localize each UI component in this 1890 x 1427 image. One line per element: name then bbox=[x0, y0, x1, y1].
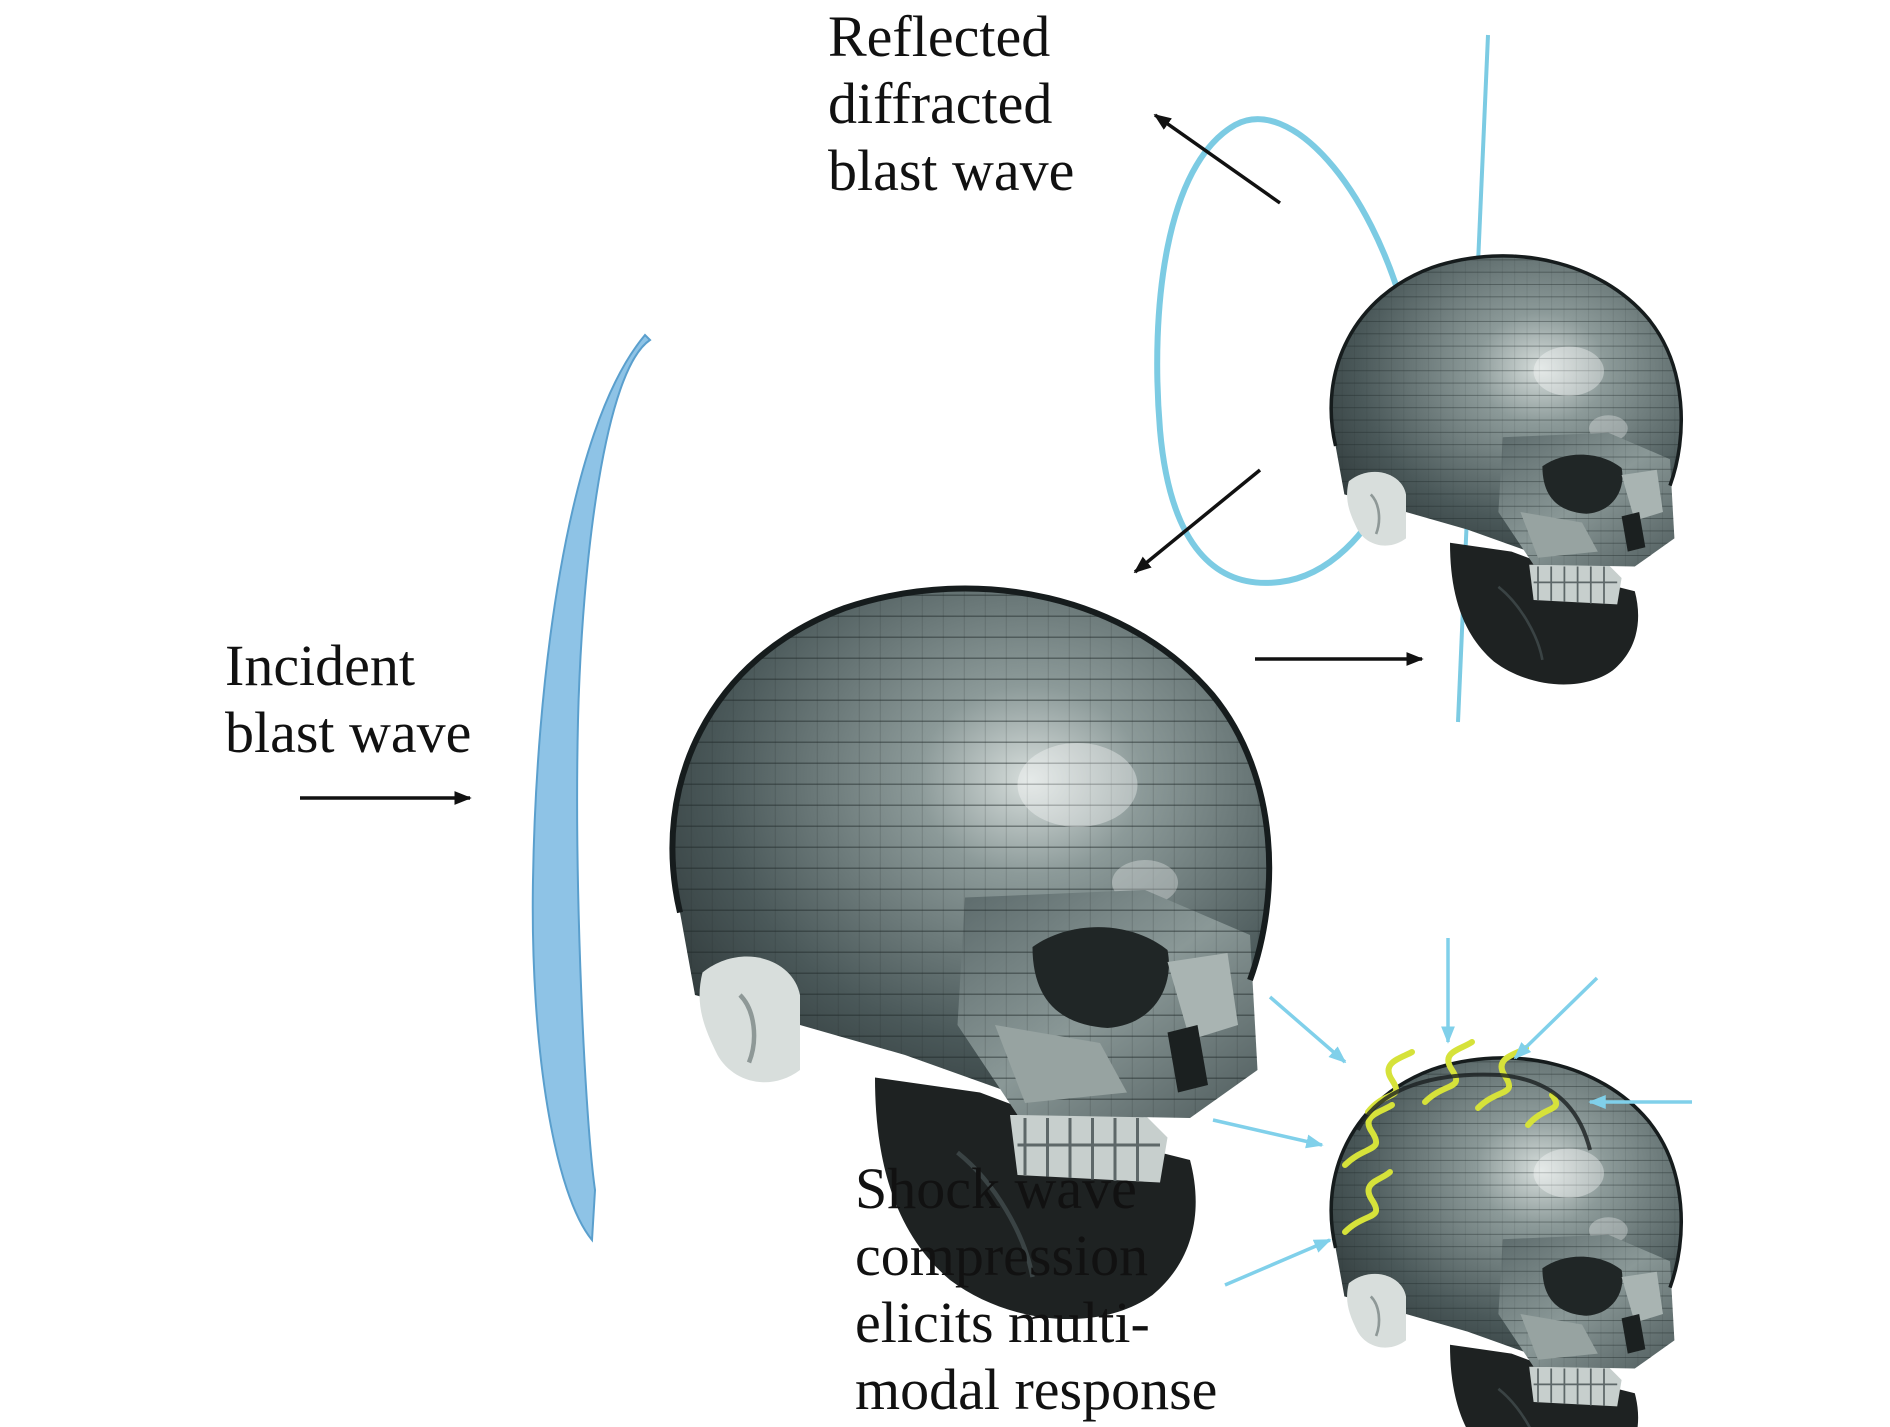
shock-label-line-1: Shock wave bbox=[855, 1156, 1137, 1221]
reflected-skull-icon bbox=[1329, 254, 1684, 687]
shock-wave-label: Shock wave compression elicits multi- mo… bbox=[855, 1155, 1217, 1423]
incident-wave-front bbox=[531, 333, 652, 1243]
incident-label-line-1: Incident bbox=[225, 633, 416, 698]
shock-label-line-3: elicits multi- bbox=[855, 1290, 1150, 1355]
inner-cranium-arc bbox=[1356, 1072, 1592, 1151]
compressed-skull-icon bbox=[1329, 1056, 1684, 1427]
shock-label-line-2: compression bbox=[855, 1223, 1149, 1288]
compression-arrows bbox=[1212, 938, 1692, 1287]
reflected-label-line-3: blast wave bbox=[828, 138, 1075, 203]
shock-label-line-4: modal response bbox=[855, 1357, 1218, 1422]
reflected-arrow-down-icon bbox=[1133, 468, 1262, 574]
incident-label-line-2: blast wave bbox=[225, 700, 472, 765]
reflected-arrow-up-icon bbox=[1153, 113, 1282, 205]
incident-blast-wave-label: Incident blast wave bbox=[225, 632, 471, 766]
reflected-label-line-2: diffracted bbox=[828, 71, 1053, 136]
reflected-label-line-1: Reflected bbox=[828, 4, 1051, 69]
reflected-diffracted-label: Reflected diffracted blast wave bbox=[828, 3, 1074, 204]
